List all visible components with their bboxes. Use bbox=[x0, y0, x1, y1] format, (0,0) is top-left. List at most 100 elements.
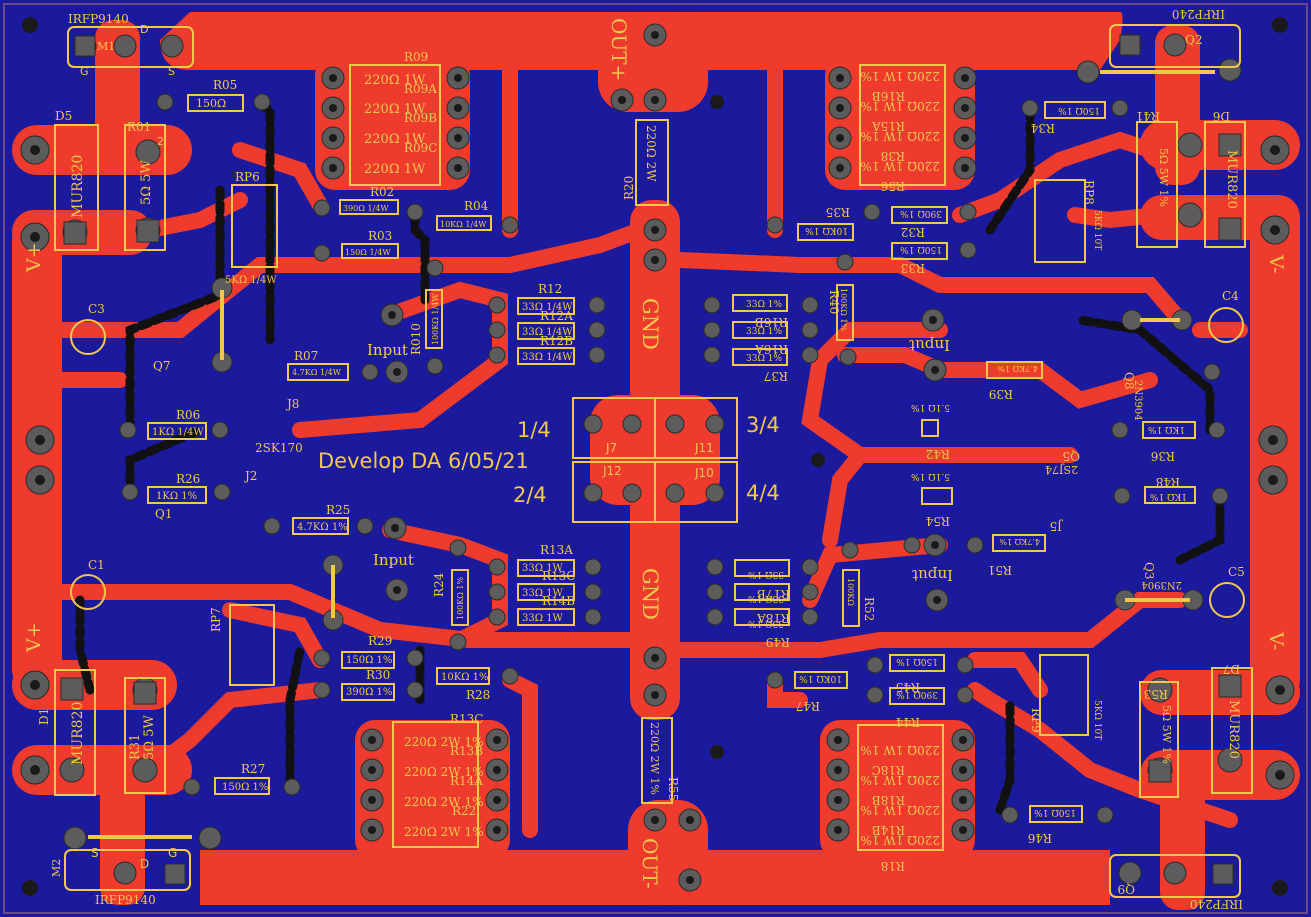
r27-label: R27 bbox=[241, 762, 265, 776]
r28-value: 10KΩ 1% bbox=[441, 672, 489, 683]
rt-val-4: 220Ω 1W 1% bbox=[861, 159, 941, 173]
r18a-label: R18A bbox=[757, 611, 790, 625]
gnd-bottom-label: GND bbox=[638, 568, 662, 620]
c1-label: C1 bbox=[88, 558, 105, 572]
r13b-lb-value: 220Ω 2W 1% bbox=[404, 765, 484, 779]
r42-value: 5.1Ω 1% bbox=[911, 402, 950, 412]
d5-value: MUR820 bbox=[70, 155, 86, 218]
rb-r14b-label: R14B bbox=[872, 823, 905, 837]
r35-label: R35 bbox=[826, 205, 850, 219]
r22-label: R22 bbox=[452, 804, 476, 818]
r45-label: R45 bbox=[896, 680, 920, 694]
m1-pin-d: D bbox=[140, 23, 148, 36]
rp9-label: RP9 bbox=[1029, 708, 1043, 733]
rp9-value: 5KΩ 10T bbox=[1092, 700, 1102, 740]
r13c-value: 33Ω 1W bbox=[522, 588, 564, 599]
r13c-label: R13C bbox=[542, 569, 576, 583]
r03-value: 150Ω 1/4W bbox=[345, 248, 391, 257]
r09c-value: 220Ω 1W bbox=[364, 162, 426, 177]
r44-label: R44 bbox=[895, 715, 920, 729]
r28-label: R28 bbox=[466, 688, 490, 702]
r16a-c-value: 33Ω 1% bbox=[746, 327, 783, 337]
r09b-label: R09B bbox=[404, 111, 437, 125]
board-edge bbox=[3, 3, 1308, 914]
r13c-lb-label: R13C bbox=[450, 712, 484, 726]
r09c-label: R09C bbox=[404, 141, 438, 155]
board-title: Develop DA 6/05/21 bbox=[318, 449, 529, 473]
q3-part: 2N3904 bbox=[1141, 579, 1182, 590]
r41-label: R41 bbox=[1136, 109, 1160, 123]
r12-value: 33Ω 1/4W bbox=[522, 302, 573, 313]
v-minus-bottom-label: V- bbox=[1265, 631, 1287, 650]
input-label-r1: Input bbox=[909, 336, 950, 354]
r48-label: R48 bbox=[1156, 475, 1180, 489]
r24-value: 100KΩ 1% bbox=[456, 576, 465, 620]
r07-value: 4.7KΩ 1/4W bbox=[292, 368, 342, 377]
m2-pin-g: G bbox=[168, 846, 177, 860]
d7-value: MUR820 bbox=[1226, 700, 1241, 759]
rb-r18b-label: R18B bbox=[872, 793, 905, 807]
m1-label: M1 bbox=[97, 40, 115, 53]
rp8-label: RP8 bbox=[1082, 180, 1096, 205]
r01-label: R01 bbox=[127, 120, 151, 134]
rp7-label: RP7 bbox=[209, 607, 223, 632]
rb-val-1: 220Ω 1W 1% bbox=[861, 743, 941, 757]
through-hole-pads bbox=[20, 17, 1295, 896]
j7-label: J7 bbox=[605, 441, 617, 455]
r01-pin: 2 bbox=[157, 135, 164, 148]
rt-r56-label: R56 bbox=[881, 179, 905, 193]
r46-label: R46 bbox=[1028, 831, 1052, 845]
r12a-value: 33Ω 1/4W bbox=[522, 327, 573, 338]
r36-label: R36 bbox=[1151, 449, 1175, 463]
r40-value: 100KΩ 1% bbox=[839, 288, 848, 332]
j11-label: J11 bbox=[694, 441, 714, 455]
r02-label: R02 bbox=[370, 185, 394, 199]
r13b-lb-label: R13B bbox=[450, 744, 483, 758]
r53-value: 5Ω 5W 1% bbox=[1160, 705, 1173, 764]
r12-label: R12 bbox=[538, 282, 562, 296]
rb-val-2: 220Ω 1W 1% bbox=[861, 773, 941, 787]
r12b-label: R12B bbox=[540, 334, 573, 348]
d1-value: MUR820 bbox=[70, 702, 86, 765]
r14a-lb-label: R14A bbox=[450, 774, 483, 788]
r52-label: R52 bbox=[862, 597, 876, 621]
r09-value: 220Ω 1W bbox=[364, 73, 426, 88]
r010-label: R010 bbox=[409, 323, 423, 355]
r49-value: 33Ω 1% bbox=[747, 618, 784, 628]
r09a-value: 220Ω 1W bbox=[364, 102, 426, 117]
q8-label: Q8 bbox=[1122, 372, 1136, 389]
d5-label: D5 bbox=[55, 109, 72, 123]
r17b-label: R17B bbox=[757, 587, 790, 601]
out-minus-label: OUT- bbox=[638, 838, 662, 889]
r30-value: 390Ω 1% bbox=[346, 687, 392, 698]
rp6-value: 5KΩ 1/4W bbox=[225, 275, 277, 286]
copper-layer bbox=[12, 12, 1300, 910]
r41-value: 150Ω 1% bbox=[1058, 105, 1100, 115]
input-label-l2: Input bbox=[373, 551, 414, 569]
r34-label: R34 bbox=[1030, 121, 1055, 135]
c3-label: C3 bbox=[88, 302, 105, 316]
r05-label: R05 bbox=[213, 78, 237, 92]
r16b-c-value: 33Ω 1% bbox=[746, 300, 783, 310]
r17b-value: 33Ω 1% bbox=[747, 569, 784, 579]
rt-val-3: 220Ω 1W 1% bbox=[861, 129, 941, 143]
r13c-lb-value: 220Ω 2W 1% bbox=[404, 735, 484, 749]
r48-value: 1KΩ 1% bbox=[1150, 491, 1187, 501]
r51-value: 4.7KΩ 1% bbox=[999, 537, 1040, 546]
r04-label: R04 bbox=[464, 199, 489, 213]
r49-label: R49 bbox=[766, 635, 790, 649]
out-plus-label: OUT+ bbox=[607, 18, 631, 81]
r07-label: R07 bbox=[294, 349, 318, 363]
rt-r15a-label: R15A bbox=[872, 119, 905, 133]
silkscreen-outlines bbox=[54, 24, 1253, 898]
m2-pin-s: S bbox=[91, 846, 99, 860]
rb-r18c-label: R18C bbox=[872, 763, 906, 777]
r20-label: R20 bbox=[622, 176, 636, 200]
r13a-value: 33Ω 1W bbox=[522, 563, 564, 574]
r55-label: R55 bbox=[666, 777, 680, 801]
r12b-value: 33Ω 1/4W bbox=[522, 352, 573, 363]
r06-label: R06 bbox=[176, 408, 200, 422]
r14b-label: R14B bbox=[542, 594, 575, 608]
r54-value: 5.1Ω 1% bbox=[911, 471, 950, 481]
